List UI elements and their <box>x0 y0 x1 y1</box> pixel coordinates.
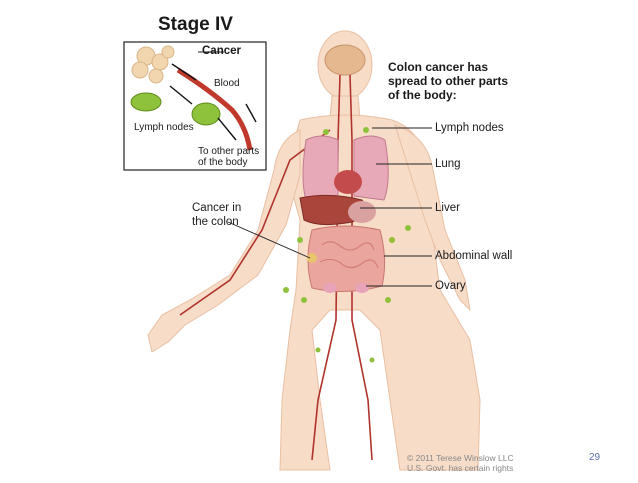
copyright-line1: © 2011 Terese Winslow LLC <box>407 453 514 463</box>
leader-lines <box>198 51 432 287</box>
label-cancer-in-colon-line1: Cancer in <box>192 202 242 214</box>
label-abdominal-wall: Abdominal wall <box>435 250 513 262</box>
copyright-line2: U.S. Govt. has certain rights <box>407 463 514 473</box>
label-ovary: Ovary <box>435 280 466 292</box>
label-liver: Liver <box>435 202 460 214</box>
inset-blood-vessel <box>176 67 253 151</box>
header-line3: of the body: <box>388 88 457 102</box>
inset-blood-label: Blood <box>214 78 240 89</box>
inset-to-other-parts-line1: To other parts <box>198 146 260 157</box>
inset-lymph-node-left <box>130 92 162 112</box>
page-number: 29 <box>589 452 601 463</box>
label-cancer-in-colon-line2: the colon <box>192 216 239 228</box>
header-line2: spread to other parts <box>388 74 509 88</box>
stage-title: Stage IV <box>158 14 233 35</box>
inset-lymph-nodes-label: Lymph nodes <box>134 122 194 133</box>
colon <box>307 225 386 293</box>
colon-tumor <box>307 253 317 263</box>
inset-to-other-parts-line2: of the body <box>198 157 248 168</box>
brain <box>324 44 366 76</box>
label-lung: Lung <box>435 158 461 170</box>
heart <box>334 170 362 194</box>
inset-cancer-label: Cancer <box>202 45 241 57</box>
ovaries <box>323 283 369 293</box>
copyright-notice: © 2011 Terese Winslow LLC U.S. Govt. has… <box>407 453 514 473</box>
lymph-nodes <box>283 127 411 363</box>
blood-vessels <box>179 74 373 461</box>
small-intestine <box>319 241 379 269</box>
label-lymph-nodes: Lymph nodes <box>435 122 504 134</box>
stomach <box>348 201 376 223</box>
header-line1: Colon cancer has <box>388 60 489 74</box>
inset-arrows <box>169 63 257 141</box>
inset-lymph-node-right <box>191 102 221 126</box>
inset-cancer-cluster <box>131 45 175 84</box>
